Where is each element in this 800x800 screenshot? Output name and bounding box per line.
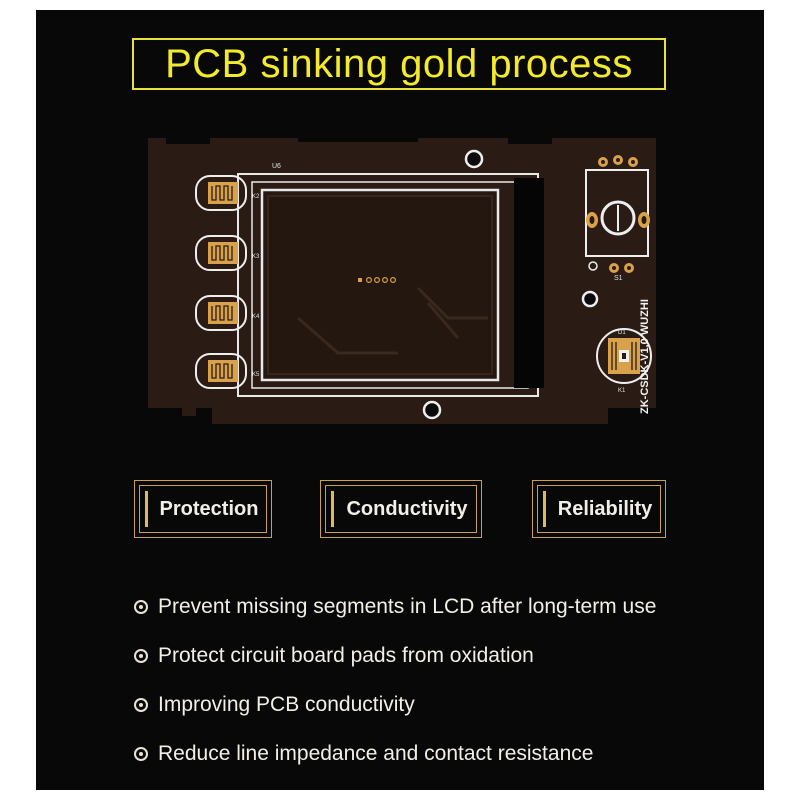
silk-label-k1: K1 bbox=[618, 388, 626, 394]
list-item: Improving PCB conductivity bbox=[134, 680, 754, 729]
feature-label: Protection bbox=[159, 497, 259, 520]
feature-label: Conductivity bbox=[346, 497, 468, 520]
touch-key-k5: K5 bbox=[195, 353, 260, 389]
board-notch bbox=[298, 138, 418, 142]
touch-key-k3: K3 bbox=[195, 235, 260, 271]
page-title: PCB sinking gold process bbox=[165, 42, 633, 86]
mounting-hole bbox=[422, 400, 442, 420]
board-notch bbox=[508, 138, 552, 144]
board-cutout bbox=[514, 178, 544, 388]
board-notch bbox=[166, 138, 210, 144]
silk-label-k5: K5 bbox=[252, 372, 260, 378]
list-item-text: Improving PCB conductivity bbox=[158, 692, 415, 716]
connector-pad bbox=[374, 277, 381, 284]
feature-label: Reliability bbox=[557, 497, 653, 520]
pcb-trace bbox=[297, 286, 488, 355]
pcb-board: U6 K2 K3 K4 bbox=[148, 138, 656, 424]
touch-key-k4: K4 bbox=[195, 295, 260, 331]
touch-key-k2: K2 bbox=[195, 175, 260, 211]
bullet-icon bbox=[134, 746, 148, 761]
silk-label-k3: K3 bbox=[252, 254, 260, 260]
bullet-icon bbox=[134, 697, 148, 712]
encoder-s1: S1 bbox=[585, 155, 650, 282]
connector-pad bbox=[382, 277, 389, 284]
badge-accent-bar bbox=[543, 491, 546, 527]
product-image: PCB sinking gold process bbox=[36, 10, 764, 790]
feature-badge-conductivity: Conductivity bbox=[320, 480, 482, 538]
touch-key-k1: D1 K1 bbox=[596, 328, 652, 394]
silk-label-k4: K4 bbox=[252, 314, 260, 320]
bullet-icon bbox=[134, 599, 148, 614]
silk-board-id: ZK-CSDK-V1.0 WUZHI bbox=[639, 299, 651, 414]
connector-pad bbox=[390, 277, 397, 284]
lcd-panel bbox=[267, 195, 493, 375]
bullet-icon bbox=[134, 648, 148, 663]
pcb-photo: U6 K2 K3 K4 bbox=[148, 138, 656, 424]
list-item: Prevent missing segments in LCD after lo… bbox=[134, 582, 754, 631]
silk-label-u6: U6 bbox=[272, 163, 281, 170]
list-item: Protect circuit board pads from oxidatio… bbox=[134, 631, 754, 680]
connector-pad bbox=[358, 278, 362, 282]
feature-badge-reliability: Reliability bbox=[532, 480, 666, 538]
title-frame: PCB sinking gold process bbox=[132, 38, 666, 90]
badge-accent-bar bbox=[145, 491, 148, 527]
mounting-hole bbox=[581, 290, 599, 308]
list-item-text: Reduce line impedance and contact resist… bbox=[158, 741, 594, 765]
silk-label-k2: K2 bbox=[252, 194, 260, 200]
connector-pad bbox=[366, 277, 373, 284]
mounting-hole bbox=[464, 149, 484, 169]
list-item-text: Protect circuit board pads from oxidatio… bbox=[158, 643, 534, 667]
list-item: Reduce line impedance and contact resist… bbox=[134, 729, 754, 778]
feature-badge-protection: Protection bbox=[134, 480, 272, 538]
silk-label-s1: S1 bbox=[614, 275, 623, 282]
silk-label-d1: D1 bbox=[618, 330, 626, 336]
benefit-list: Prevent missing segments in LCD after lo… bbox=[134, 582, 754, 778]
list-item-text: Prevent missing segments in LCD after lo… bbox=[158, 594, 657, 618]
badge-accent-bar bbox=[331, 491, 334, 527]
